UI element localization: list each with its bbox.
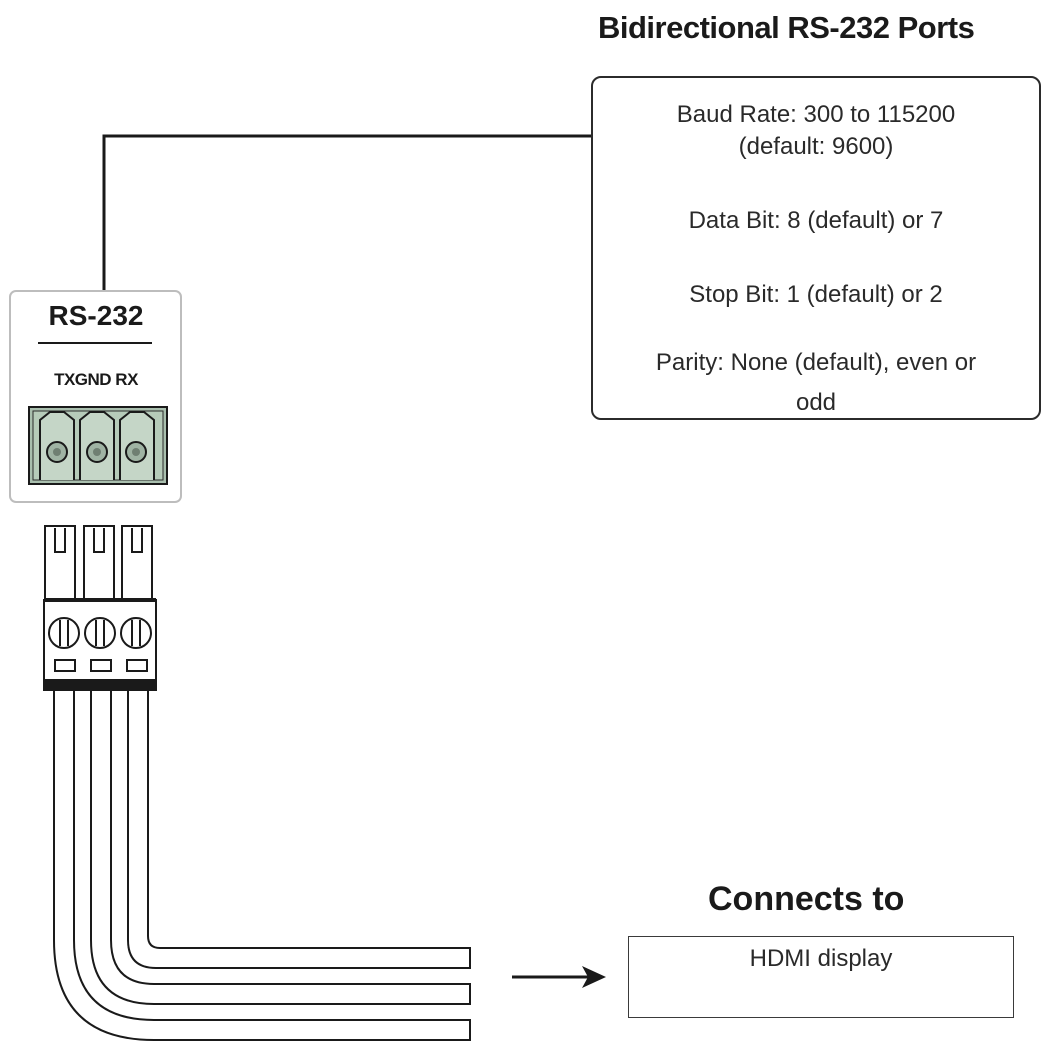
cable-wires	[53, 689, 471, 1041]
hdmi-display-label: HDMI display	[749, 945, 893, 972]
data-bit-text: Data Bit: 8 (default) or 7	[688, 207, 944, 234]
parity-continued-text: odd	[795, 389, 837, 416]
connector-line	[102, 134, 593, 292]
port-settings-box: Baud Rate: 300 to 115200 (default: 9600)…	[591, 76, 1041, 420]
stop-bit-text: Stop Bit: 1 (default) or 2	[689, 281, 943, 308]
socket-pin-gnd	[79, 411, 115, 480]
pin-labels: TXGND RX	[54, 370, 138, 389]
baud-rate-text: Baud Rate: 300 to 115200	[676, 101, 956, 128]
parity-text: Parity: None (default), even or	[655, 349, 977, 376]
terminal-block-plug	[43, 525, 157, 691]
rs232-port-panel	[9, 290, 182, 503]
socket-pin-rx	[119, 411, 155, 480]
rs232-port-label: RS-232	[48, 300, 144, 331]
connects-to-title: Connects to	[708, 880, 905, 918]
socket-pin-tx	[39, 411, 75, 480]
baud-rate-default-text: (default: 9600)	[738, 133, 894, 160]
diagram-title: Bidirectional RS-232 Ports	[598, 10, 975, 45]
arrow-icon	[512, 966, 606, 988]
hdmi-display-box: HDMI display	[628, 936, 1014, 1018]
